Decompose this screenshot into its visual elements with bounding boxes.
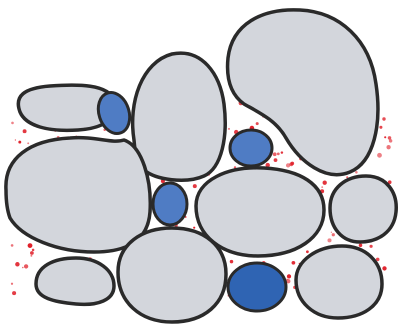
matrix-dot (272, 152, 277, 157)
matrix-dot (355, 171, 358, 174)
matrix-dot (30, 251, 34, 255)
matrix-dot (31, 248, 35, 252)
matrix-dot (228, 127, 230, 130)
matrix-dot (23, 264, 29, 269)
matrix-dot (388, 139, 393, 143)
small-particle-center (151, 181, 189, 227)
small-particle-upper-right (228, 128, 274, 168)
matrix-dot (30, 254, 33, 257)
matrix-dot (10, 282, 14, 285)
matrix-dot (229, 259, 234, 264)
matrix-dot (377, 152, 382, 158)
matrix-dot (22, 129, 27, 134)
matrix-dot (387, 180, 392, 185)
matrix-dot (10, 244, 14, 247)
matrix-dot (286, 279, 291, 284)
matrix-dot (379, 125, 383, 129)
large-particle-middle-right (328, 174, 398, 244)
matrix-dot (358, 243, 363, 248)
matrix-dot (386, 145, 391, 150)
matrix-dot (280, 151, 284, 154)
matrix-dot (14, 139, 17, 141)
matrix-dot (255, 122, 259, 126)
large-particle-bottom-center (116, 226, 228, 324)
matrix-dot (382, 266, 387, 271)
large-particle-bottom-right (294, 244, 384, 320)
large-particle-middle-center (194, 166, 326, 258)
small-particle-bottom (226, 261, 288, 313)
matrix-dot (375, 257, 380, 262)
matrix-dot (27, 243, 33, 249)
matrix-dot (15, 262, 20, 267)
matrix-dot (22, 266, 24, 269)
matrix-dot (384, 136, 387, 139)
matrix-dot (192, 184, 197, 189)
matrix-dot (265, 162, 270, 168)
matrix-dot (322, 180, 327, 185)
matrix-dot (276, 152, 280, 156)
matrix-dot (387, 136, 392, 140)
small-particle-top (96, 90, 132, 136)
matrix-dot (290, 161, 295, 166)
small-particles (96, 90, 288, 313)
matrix-dot (285, 163, 291, 168)
matrix-dot (330, 231, 333, 233)
matrix-dot (286, 274, 292, 279)
matrix-dot (382, 117, 386, 121)
matrix-dot (12, 291, 17, 296)
matrix-dot (18, 140, 22, 144)
matrix-dot (291, 260, 296, 265)
large-particle-top-right (225, 8, 380, 177)
matrix-dot (331, 233, 335, 237)
large-particle-top-center (130, 51, 227, 182)
matrix-dot (193, 226, 196, 229)
large-particles (4, 8, 398, 324)
matrix-dot (306, 250, 309, 254)
matrix-dot (327, 238, 332, 243)
large-particle-bottom-left (34, 256, 116, 307)
matrix-dot (11, 121, 14, 125)
matrix-dot (321, 186, 324, 188)
matrix-dot (27, 142, 30, 145)
matrix-dot (346, 176, 349, 179)
matrix-dot (369, 244, 373, 248)
matrix-dot (273, 158, 278, 162)
large-particle-middle-left (4, 135, 152, 254)
